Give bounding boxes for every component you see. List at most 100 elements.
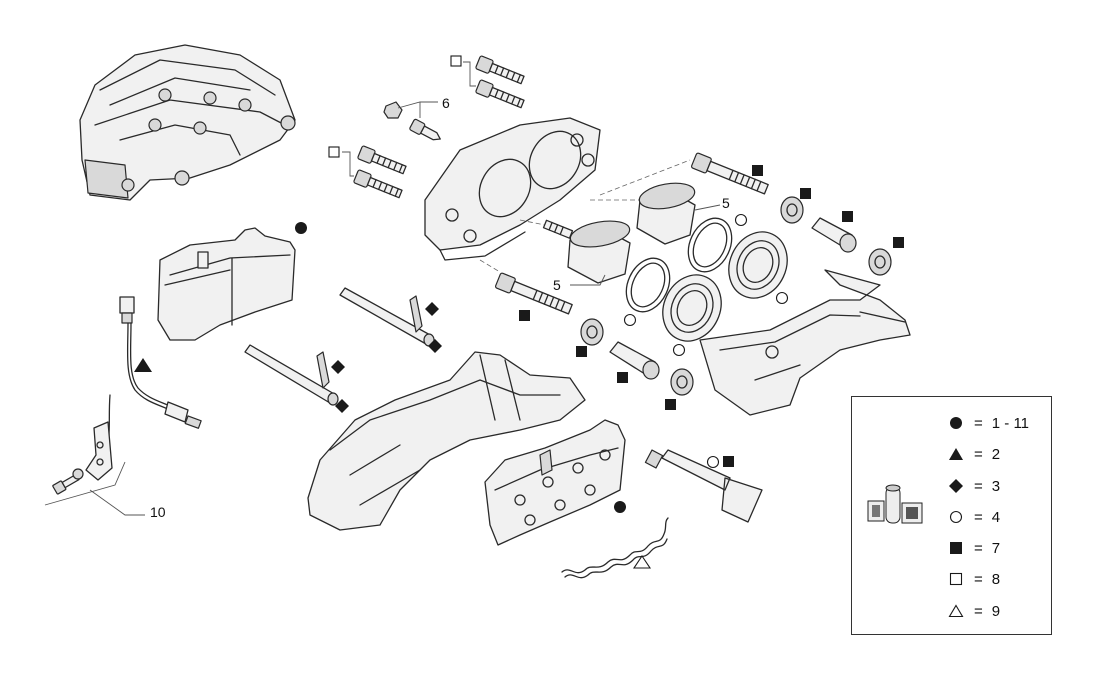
open-square-marker xyxy=(328,146,340,158)
bolt-pair-middle xyxy=(342,145,407,199)
bush-far-right xyxy=(868,248,892,276)
sleeve-lower xyxy=(609,341,660,380)
bush-lower-left xyxy=(580,318,604,346)
filled-square-marker xyxy=(723,456,734,467)
callout-5-upper: 5 xyxy=(722,195,730,211)
open-triangle-marker xyxy=(632,555,652,569)
caliper-carrier xyxy=(424,117,601,261)
grease-tube xyxy=(644,449,763,523)
filled-square-marker xyxy=(519,310,530,321)
legend-label: 8 xyxy=(991,570,1001,588)
sensor-bolt xyxy=(52,468,84,495)
open-circle-marker xyxy=(706,455,720,469)
sleeve-upper-right xyxy=(811,217,857,253)
filled-square-marker xyxy=(576,346,587,357)
seal-ring xyxy=(687,217,733,273)
callout-6: 6 xyxy=(442,95,450,111)
open-square-icon xyxy=(948,571,964,587)
legend-equals: = xyxy=(974,570,983,588)
legend-item-open-triangle: = 9 xyxy=(948,601,1000,621)
dust-boot-upper xyxy=(728,231,788,299)
brake-pad-rear xyxy=(157,227,296,341)
retaining-pin-upper xyxy=(339,287,435,347)
leader-10 xyxy=(44,461,126,506)
legend-equals: = xyxy=(974,508,983,526)
legend-item-filled-diamond: = 3 xyxy=(948,476,1000,496)
dust-boot-lower xyxy=(662,274,722,342)
filled-circle-icon xyxy=(948,415,964,431)
legend-label: 2 xyxy=(991,445,1001,463)
filled-triangle-icon xyxy=(948,446,964,462)
piston-lower xyxy=(567,220,631,284)
legend-equals: = xyxy=(974,602,983,620)
filled-triangle-marker xyxy=(134,358,152,372)
filled-square-marker xyxy=(842,211,853,222)
seal-ring xyxy=(625,257,671,313)
legend-label: 7 xyxy=(991,539,1001,557)
assembly-line xyxy=(599,159,691,196)
assembly-line xyxy=(479,259,501,273)
piston-upper xyxy=(636,182,696,245)
open-circle-marker xyxy=(775,291,789,305)
leader-10b xyxy=(89,489,145,516)
guide-bolt-right xyxy=(691,152,769,195)
small-pin xyxy=(542,219,574,239)
legend-label: 4 xyxy=(991,508,1001,526)
legend-item-open-circle: = 4 xyxy=(948,507,1000,527)
wear-sensor xyxy=(85,296,202,481)
filled-square-marker xyxy=(800,188,811,199)
seal-ring-inner xyxy=(630,262,666,308)
filled-square-marker xyxy=(617,372,628,383)
leader-5a xyxy=(694,204,721,211)
filled-circle-marker xyxy=(614,501,626,513)
filled-diamond-marker xyxy=(335,399,349,413)
bleed-screw-item-6 xyxy=(383,101,441,141)
legend-equals: = xyxy=(974,445,983,463)
assembled-caliper xyxy=(79,44,296,201)
legend-equals: = xyxy=(974,539,983,557)
brake-pad-front xyxy=(484,419,626,546)
bolt-pair-top xyxy=(463,55,525,109)
legend-equals: = xyxy=(974,477,983,495)
open-circle-marker xyxy=(672,343,686,357)
filled-diamond-marker xyxy=(428,339,442,353)
filled-square-marker xyxy=(752,165,763,176)
legend-label: 9 xyxy=(991,602,1001,620)
guide-bolt-left xyxy=(495,272,573,315)
legend-label: 1 - 11 xyxy=(991,414,1030,432)
leader-5b xyxy=(570,274,606,286)
legend-equals: = xyxy=(974,414,983,432)
callout-10: 10 xyxy=(150,504,166,520)
legend-item-open-square: = 8 xyxy=(948,569,1000,589)
open-circle-icon xyxy=(948,509,964,525)
bush-lower-right xyxy=(670,368,694,396)
filled-square-icon xyxy=(948,540,964,556)
caliper-bracket-right xyxy=(699,269,911,416)
filled-square-marker xyxy=(665,399,676,410)
open-circle-marker xyxy=(623,313,637,327)
filled-circle-marker xyxy=(295,222,307,234)
filled-diamond-marker xyxy=(331,360,345,374)
legend-label: 3 xyxy=(991,477,1001,495)
open-circle-marker xyxy=(734,213,748,227)
bush-upper-right xyxy=(780,196,804,224)
filled-diamond-icon xyxy=(948,478,964,494)
open-triangle-icon xyxy=(948,603,964,619)
callout-5-lower: 5 xyxy=(553,277,561,293)
caliper-bolt-heads xyxy=(121,88,296,192)
legend-item-filled-square: = 7 xyxy=(948,538,1000,558)
retaining-pin-lower xyxy=(244,344,339,406)
spring-clip-edge xyxy=(564,538,668,579)
open-square-marker xyxy=(450,55,462,67)
legend-item-filled-triangle: = 2 xyxy=(948,444,1000,464)
spring-clip xyxy=(561,517,669,574)
symbol-legend: = 1 - 11 = 2 = 3 = 4 = 7 = 8 = 9 xyxy=(851,396,1052,635)
parts-kit-icon xyxy=(867,484,923,524)
seal-ring-inner xyxy=(692,222,728,268)
filled-square-marker xyxy=(893,237,904,248)
filled-diamond-marker xyxy=(425,302,439,316)
legend-item-filled-circle: = 1 - 11 xyxy=(948,413,1029,433)
caliper-bracket-left xyxy=(307,351,586,531)
